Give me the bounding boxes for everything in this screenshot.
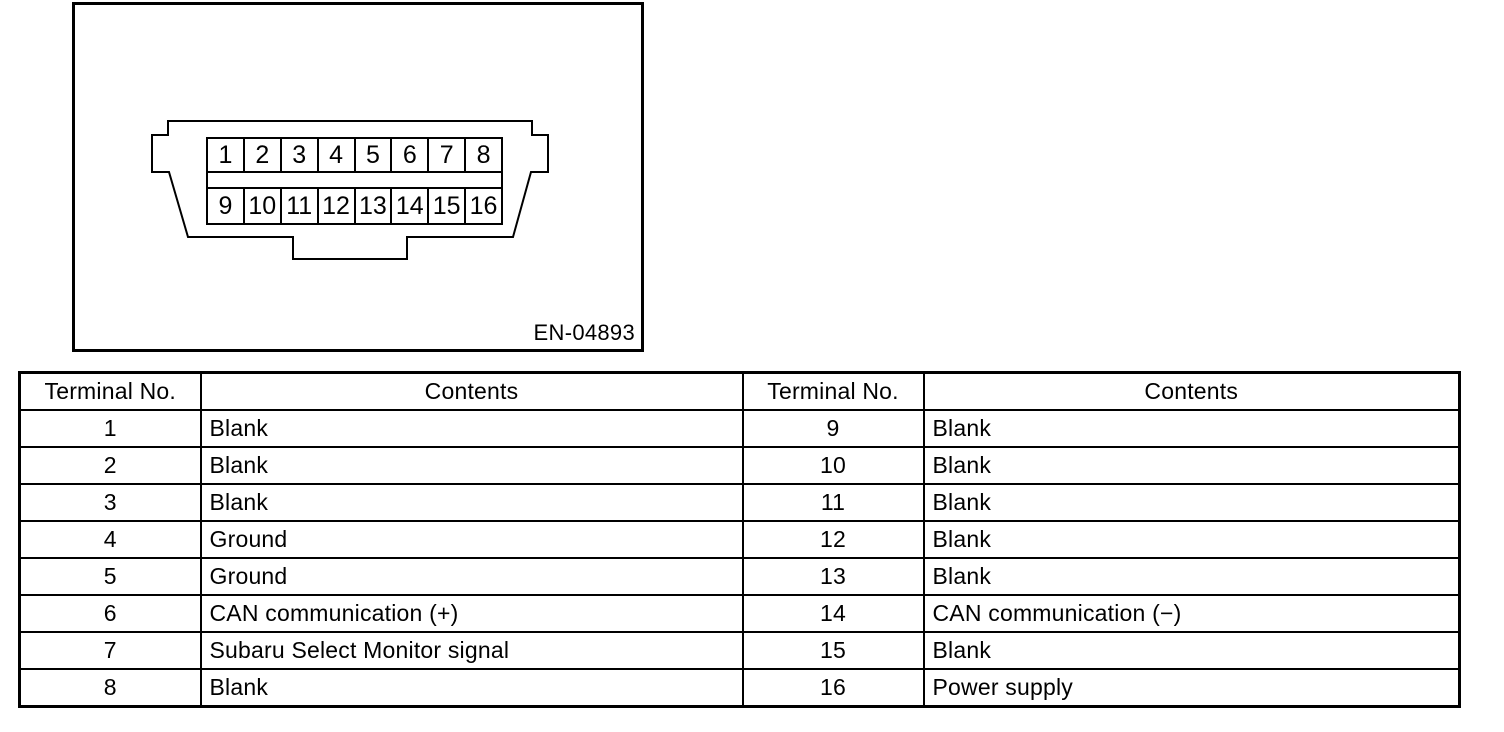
terminal-no-cell: 11 bbox=[741, 483, 925, 522]
pin-cell: 11 bbox=[282, 189, 319, 223]
terminal-no-cell: 1 bbox=[18, 409, 202, 448]
contents-cell: Blank bbox=[199, 483, 744, 522]
table-row: 4 Ground 12 Blank bbox=[18, 520, 1461, 559]
table-header-cell: Contents bbox=[922, 371, 1461, 411]
terminal-no-cell: 2 bbox=[18, 446, 202, 485]
terminal-no-cell: 8 bbox=[18, 668, 202, 708]
contents-cell: Blank bbox=[199, 409, 744, 448]
pin-cell: 7 bbox=[429, 139, 467, 171]
pin-cell: 15 bbox=[429, 189, 467, 223]
contents-cell: Blank bbox=[199, 446, 744, 485]
pin-cell: 13 bbox=[356, 189, 393, 223]
contents-cell: Blank bbox=[922, 483, 1461, 522]
table-row: 2 Blank 10 Blank bbox=[18, 446, 1461, 485]
terminal-no-cell: 16 bbox=[741, 668, 925, 708]
contents-cell: Blank bbox=[199, 668, 744, 708]
terminal-no-cell: 13 bbox=[741, 557, 925, 596]
table-row: 5 Ground 13 Blank bbox=[18, 557, 1461, 596]
contents-cell: Power supply bbox=[922, 668, 1461, 708]
contents-cell: CAN communication (+) bbox=[199, 594, 744, 633]
terminal-no-cell: 3 bbox=[18, 483, 202, 522]
pin-cell: 8 bbox=[476, 140, 491, 169]
table-row: 6 CAN communication (+) 14 CAN communica… bbox=[18, 594, 1461, 633]
terminal-no-cell: 15 bbox=[741, 631, 925, 670]
pin-cell: 2 bbox=[245, 139, 282, 171]
pin-cell: 14 bbox=[392, 189, 430, 223]
contents-cell: Blank bbox=[922, 557, 1461, 596]
pin-cell: 1 bbox=[208, 139, 245, 171]
contents-cell: Blank bbox=[922, 409, 1461, 448]
contents-cell: Blank bbox=[922, 520, 1461, 559]
figure-code-label: EN-04893 bbox=[533, 320, 635, 345]
contents-cell: Blank bbox=[922, 446, 1461, 485]
terminal-no-cell: 14 bbox=[741, 594, 925, 633]
terminal-no-cell: 10 bbox=[741, 446, 925, 485]
pin-cell: 12 bbox=[319, 189, 356, 223]
connector-outline bbox=[151, 120, 549, 260]
table-row: 7 Subaru Select Monitor signal 15 Blank bbox=[18, 631, 1461, 670]
pin-cell: 16 bbox=[469, 191, 498, 220]
terminal-no-cell: 7 bbox=[18, 631, 202, 670]
pin-cell: 3 bbox=[282, 139, 319, 171]
table-row: 1 Blank 9 Blank bbox=[18, 409, 1461, 448]
terminal-no-cell: 5 bbox=[18, 557, 202, 596]
pin-cell: 10 bbox=[245, 189, 282, 223]
pin-cell: 5 bbox=[356, 139, 393, 171]
pin-cell: 4 bbox=[319, 139, 356, 171]
pin-cell: 6 bbox=[392, 139, 430, 171]
contents-cell: Ground bbox=[199, 557, 744, 596]
contents-cell: Blank bbox=[922, 631, 1461, 670]
table-header-cell: Terminal No. bbox=[18, 371, 202, 411]
table-header-cell: Terminal No. bbox=[741, 371, 925, 411]
connector-pin-row-separator bbox=[206, 173, 503, 187]
terminal-no-cell: 9 bbox=[741, 409, 925, 448]
contents-cell: CAN communication (−) bbox=[922, 594, 1461, 633]
terminal-no-cell: 6 bbox=[18, 594, 202, 633]
contents-cell: Subaru Select Monitor signal bbox=[199, 631, 744, 670]
terminal-no-cell: 4 bbox=[18, 520, 202, 559]
connector-outline-path bbox=[151, 120, 549, 260]
table-header-cell: Contents bbox=[199, 371, 744, 411]
pin-cell: 9 bbox=[208, 189, 245, 223]
table-row: 3 Blank 11 Blank bbox=[18, 483, 1461, 522]
terminal-no-cell: 12 bbox=[741, 520, 925, 559]
table-row: 8 Blank 16 Power supply bbox=[18, 668, 1461, 708]
contents-cell: Ground bbox=[199, 520, 744, 559]
